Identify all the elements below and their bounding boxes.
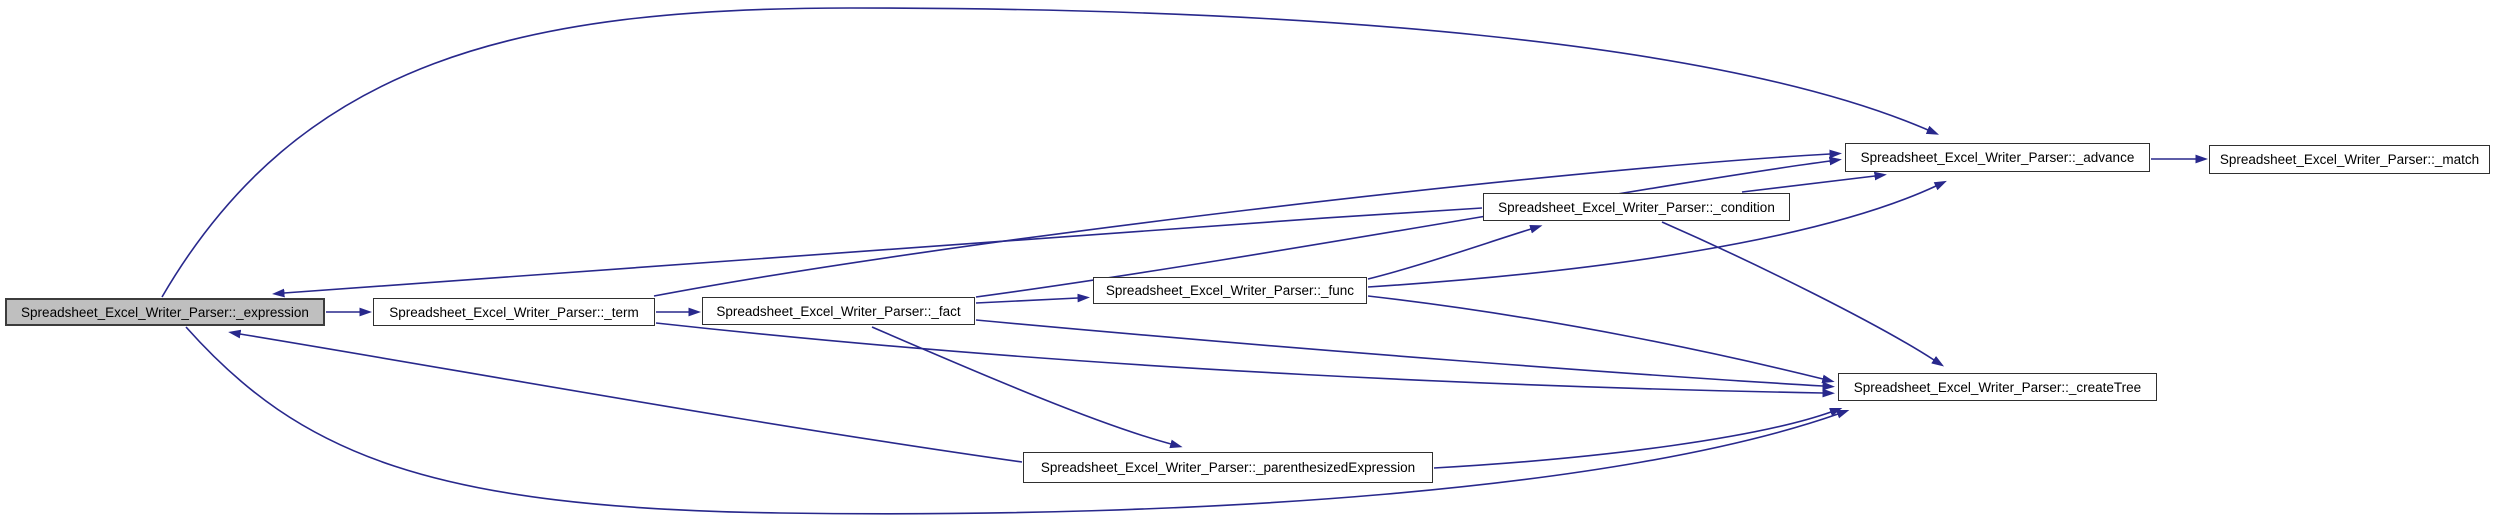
edge-term-to-advance [653, 149, 1842, 297]
edge-condition-to-createTree [1661, 221, 1945, 367]
node-term[interactable]: Spreadsheet_Excel_Writer_Parser::_term [373, 298, 655, 326]
node-label-expression: Spreadsheet_Excel_Writer_Parser::_expres… [21, 304, 309, 320]
node-label-advance: Spreadsheet_Excel_Writer_Parser::_advanc… [1860, 150, 2135, 165]
node-label-func: Spreadsheet_Excel_Writer_Parser::_func [1105, 283, 1355, 298]
edge-fact-to-parenthesizedExpression [871, 326, 1183, 449]
edge-expression-to-advance [161, 7, 1940, 298]
node-condition[interactable]: Spreadsheet_Excel_Writer_Parser::_condit… [1483, 193, 1790, 221]
node-label-match: Spreadsheet_Excel_Writer_Parser::_match [2219, 152, 2480, 167]
edge-parenthesizedExpression-to-expression [228, 329, 1023, 463]
node-func[interactable]: Spreadsheet_Excel_Writer_Parser::_func [1093, 277, 1367, 304]
edge-expression-to-createTree [185, 326, 1850, 515]
node-createTree[interactable]: Spreadsheet_Excel_Writer_Parser::_create… [1838, 373, 2157, 401]
edge-func-to-createTree [1367, 295, 1835, 384]
edge-condition-to-advance [1741, 171, 1887, 193]
node-parenthesizedExpression[interactable]: Spreadsheet_Excel_Writer_Parser::_parent… [1023, 452, 1433, 483]
node-label-fact: Spreadsheet_Excel_Writer_Parser::_fact [716, 303, 961, 319]
edge-parenthesizedExpression-to-createTree [1433, 408, 1843, 469]
node-label-parenthesizedExpression: Spreadsheet_Excel_Writer_Parser::_parent… [1040, 460, 1416, 475]
node-label-createTree: Spreadsheet_Excel_Writer_Parser::_create… [1853, 379, 2142, 395]
edge-func-to-advance [1367, 180, 1947, 288]
node-match[interactable]: Spreadsheet_Excel_Writer_Parser::_match [2209, 145, 2490, 174]
edge-term-to-createTree [655, 322, 1835, 398]
node-label-term: Spreadsheet_Excel_Writer_Parser::_term [389, 304, 639, 320]
node-expression[interactable]: Spreadsheet_Excel_Writer_Parser::_expres… [5, 298, 325, 326]
node-fact[interactable]: Spreadsheet_Excel_Writer_Parser::_fact [702, 297, 975, 325]
node-advance[interactable]: Spreadsheet_Excel_Writer_Parser::_advanc… [1845, 143, 2150, 172]
node-label-condition: Spreadsheet_Excel_Writer_Parser::_condit… [1498, 199, 1775, 215]
edge-func-to-condition [1367, 224, 1543, 280]
edge-fact-to-createTree [975, 319, 1835, 391]
edge-fact-to-func [975, 293, 1090, 304]
